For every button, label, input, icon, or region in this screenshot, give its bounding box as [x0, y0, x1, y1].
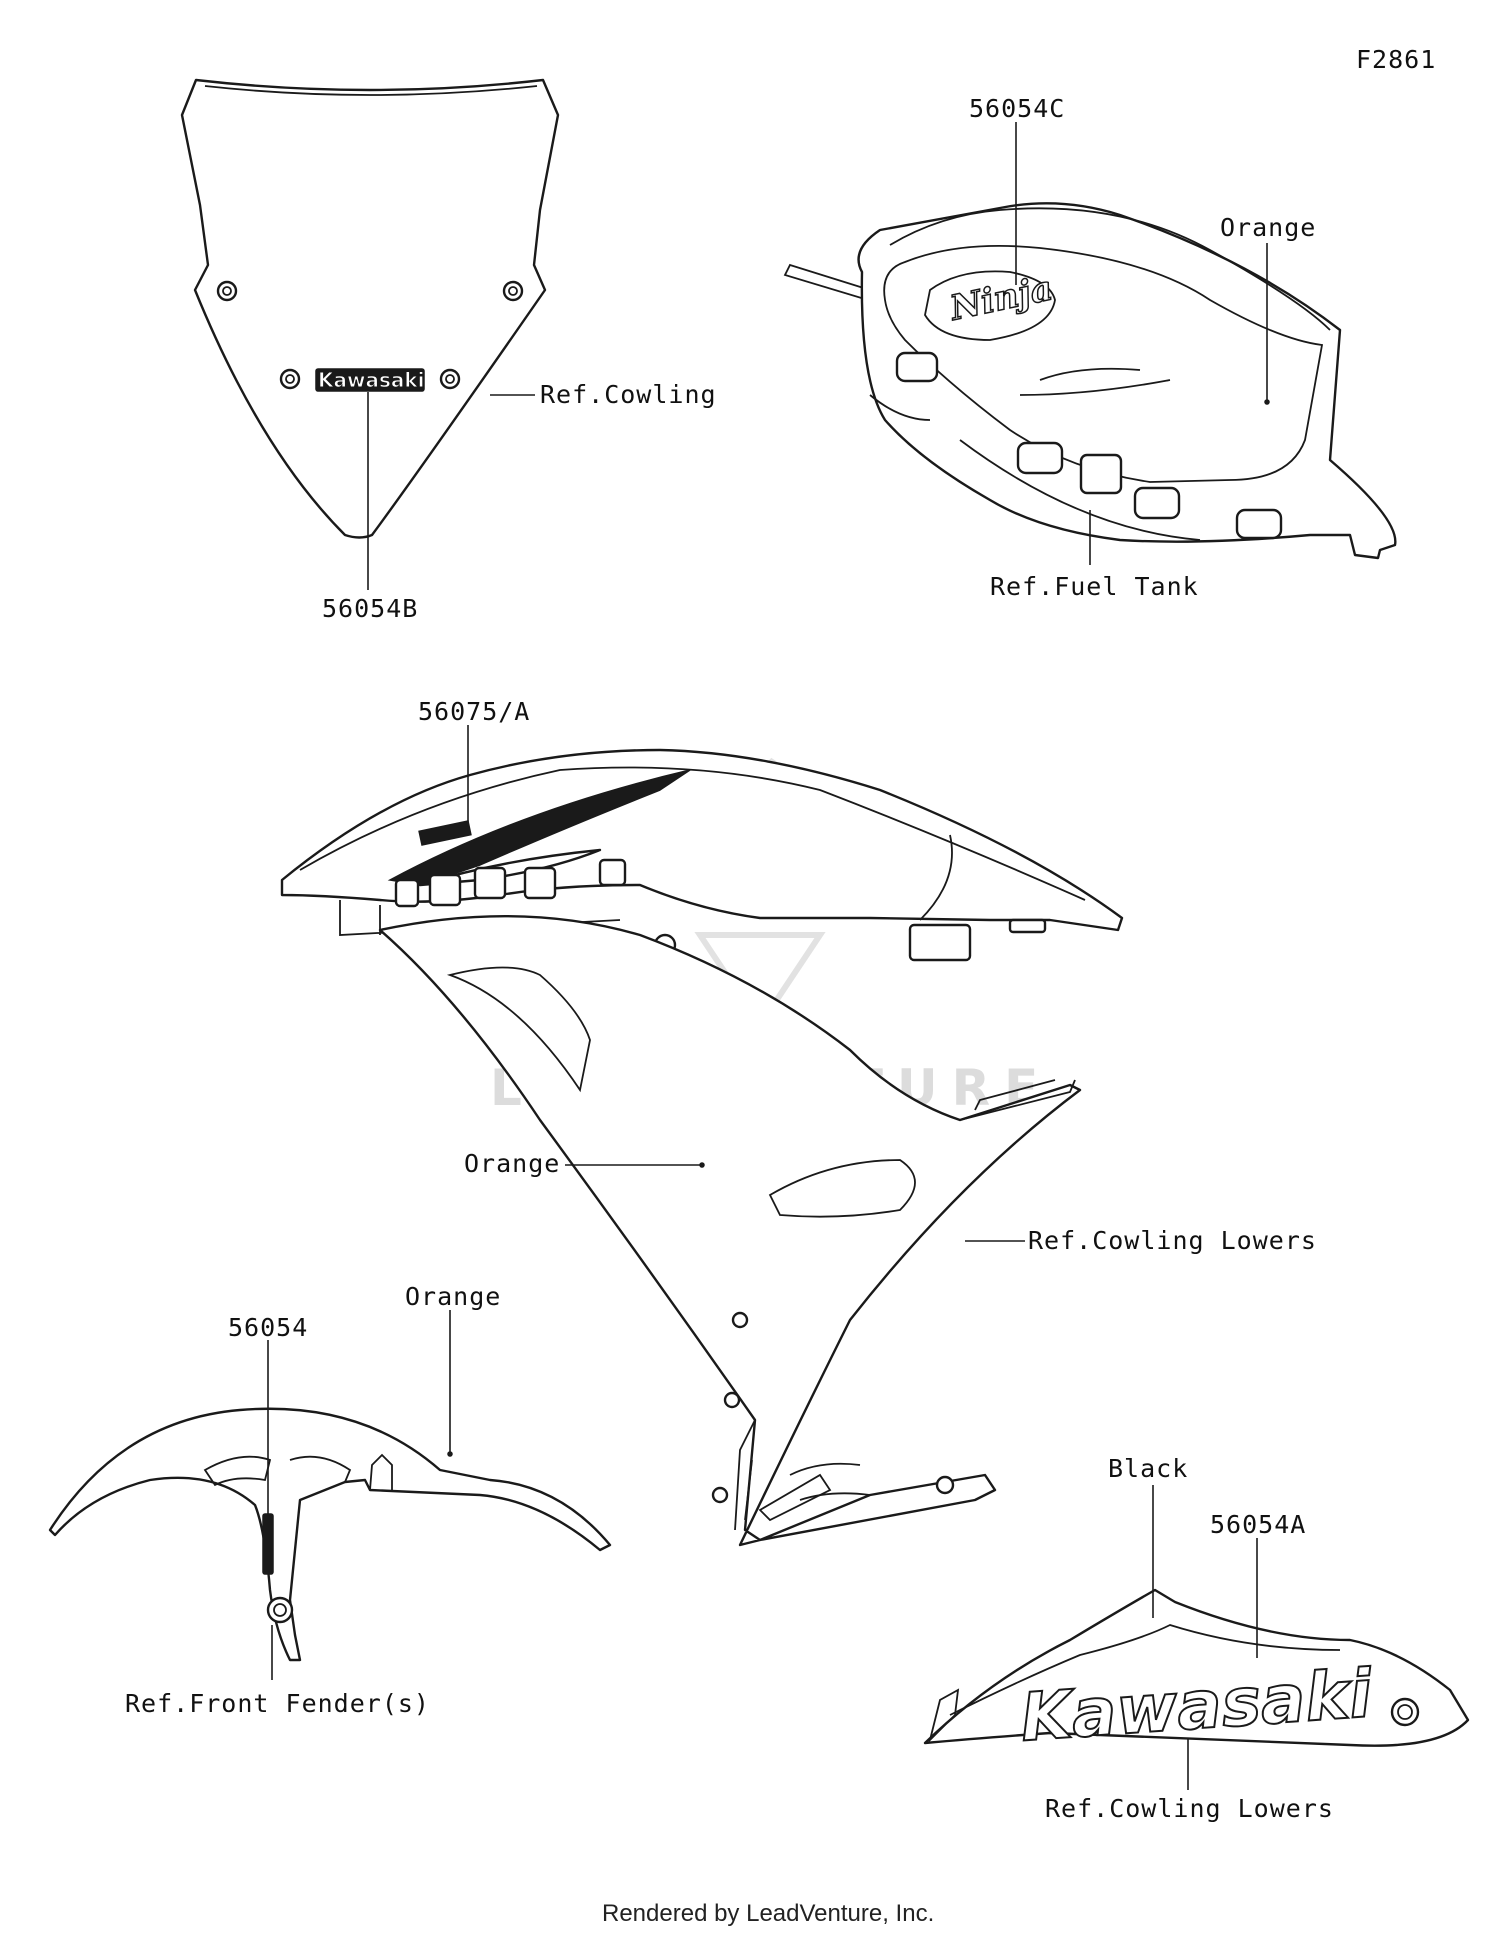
mount-hole-icon: [279, 368, 301, 390]
fuel-tank[interactable]: [857, 202, 1397, 560]
part-number-56075-A[interactable]: 56075/A: [418, 697, 530, 726]
cowling-stripe: [387, 769, 691, 886]
windshield-group: Kawasaki 56054B Ref.Cowling: [180, 78, 717, 623]
ref-front-fender-label[interactable]: Ref.Front Fender(s): [125, 1689, 430, 1718]
tank-mount-icon: [1133, 486, 1181, 520]
tank-mount-icon: [1235, 508, 1283, 540]
orange-color-label[interactable]: Orange: [1220, 213, 1316, 242]
ref-cowling-lowers-label[interactable]: Ref.Cowling Lowers: [1028, 1226, 1317, 1255]
fuel-tank-group: Ninja 56054C Orange Ref.Fuel Tank: [783, 94, 1397, 601]
part-number-56054C[interactable]: 56054C: [969, 94, 1065, 123]
mount-hole-icon: [502, 280, 524, 302]
ref-cowling-label[interactable]: Ref.Cowling: [540, 380, 717, 409]
56075-A-decal[interactable]: [418, 820, 472, 846]
kawasaki-decal-text: Kawasaki: [318, 368, 425, 392]
lower-cowling[interactable]: [923, 1588, 1470, 1747]
mid-cowling-panel[interactable]: [378, 914, 1082, 1547]
ref-fuel-tank-label[interactable]: Ref.Fuel Tank: [990, 572, 1199, 601]
orange-color-label[interactable]: Orange: [405, 1282, 501, 1311]
mount-hole-icon: [216, 280, 238, 302]
orange-color-label[interactable]: Orange: [464, 1149, 560, 1178]
lower-cowling-group: Kawasaki Black 56054A Ref.Cowling Lowers: [923, 1454, 1470, 1823]
mount-hole-icon: [439, 368, 461, 390]
kawasaki-decal[interactable]: [315, 368, 425, 392]
part-number-56054B[interactable]: 56054B: [322, 594, 418, 623]
footer-credit: Rendered by LeadVenture, Inc.: [602, 1900, 934, 1927]
upper-cowling-group: 56075/A Orange Ref.Cowling Lowers: [280, 697, 1317, 1547]
black-color-label[interactable]: Black: [1108, 1454, 1188, 1483]
front-fender-group: 56054 Orange Ref.Front Fender(s): [48, 1282, 612, 1718]
front-fender[interactable]: [48, 1407, 612, 1662]
figure-code: F2861: [1356, 45, 1436, 74]
ref-cowling-lowers-label[interactable]: Ref.Cowling Lowers: [1045, 1794, 1334, 1823]
windshield[interactable]: [180, 78, 560, 539]
tank-mount-icon: [1016, 441, 1064, 475]
56054-decal[interactable]: [262, 1513, 274, 1575]
part-number-56054[interactable]: 56054: [228, 1313, 308, 1342]
tank-mount-icon: [895, 351, 939, 383]
tank-mount-icon: [1079, 453, 1123, 495]
part-number-56054A[interactable]: 56054A: [1210, 1510, 1306, 1539]
